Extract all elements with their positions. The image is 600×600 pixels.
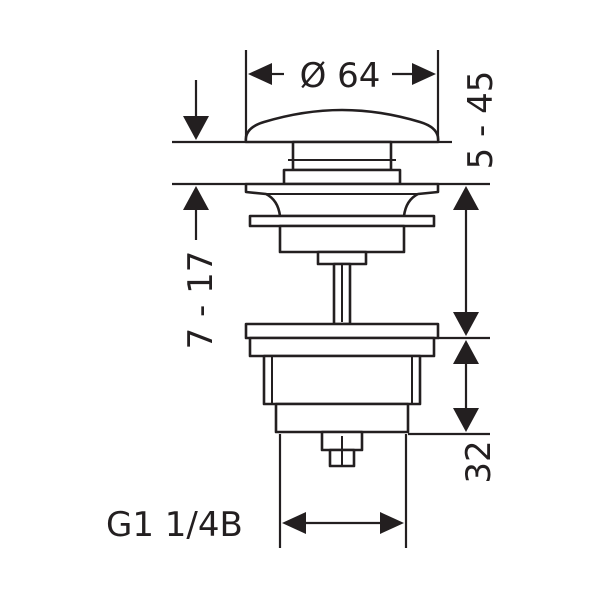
lower-nut <box>244 322 440 340</box>
upper-body <box>278 224 406 254</box>
body-length-label: 32 <box>459 440 499 483</box>
cap-dome <box>244 108 440 144</box>
flange-washer <box>248 214 436 228</box>
lower-ring <box>248 336 436 358</box>
cap-collar <box>282 168 402 186</box>
lower-body <box>262 354 422 406</box>
arrow-right <box>412 63 436 85</box>
cap-height-label: 5 - 45 <box>461 71 501 170</box>
flange-label: 7 - 17 <box>181 251 221 350</box>
arrow-up-right <box>453 186 479 210</box>
diameter-label: Ø 64 <box>300 56 381 96</box>
arrow-down-lower <box>453 408 479 432</box>
cap-height-dimension: 5 - 45 <box>438 71 501 186</box>
arrow-up-lower <box>453 340 479 364</box>
flange <box>244 182 440 218</box>
arrow-right-bottom <box>380 512 404 534</box>
rod-collar <box>316 250 368 266</box>
diameter-dimension: Ø 64 <box>244 50 440 140</box>
body-dimension: 32 <box>408 186 499 484</box>
flange-dimension: 7 - 17 <box>172 182 246 350</box>
thread-dimension: G1 1/4B <box>106 434 408 548</box>
waste-valve-part <box>244 108 440 468</box>
thread-label: G1 1/4B <box>106 505 243 545</box>
arrow-up <box>183 186 209 210</box>
cap-neck <box>291 140 393 172</box>
body-base <box>274 402 410 434</box>
arrow-down-right <box>453 312 479 336</box>
arrow-left-bottom <box>282 512 306 534</box>
arrow-left <box>248 63 272 85</box>
arrow-down <box>183 116 209 140</box>
cap-top-indicator <box>172 80 246 144</box>
